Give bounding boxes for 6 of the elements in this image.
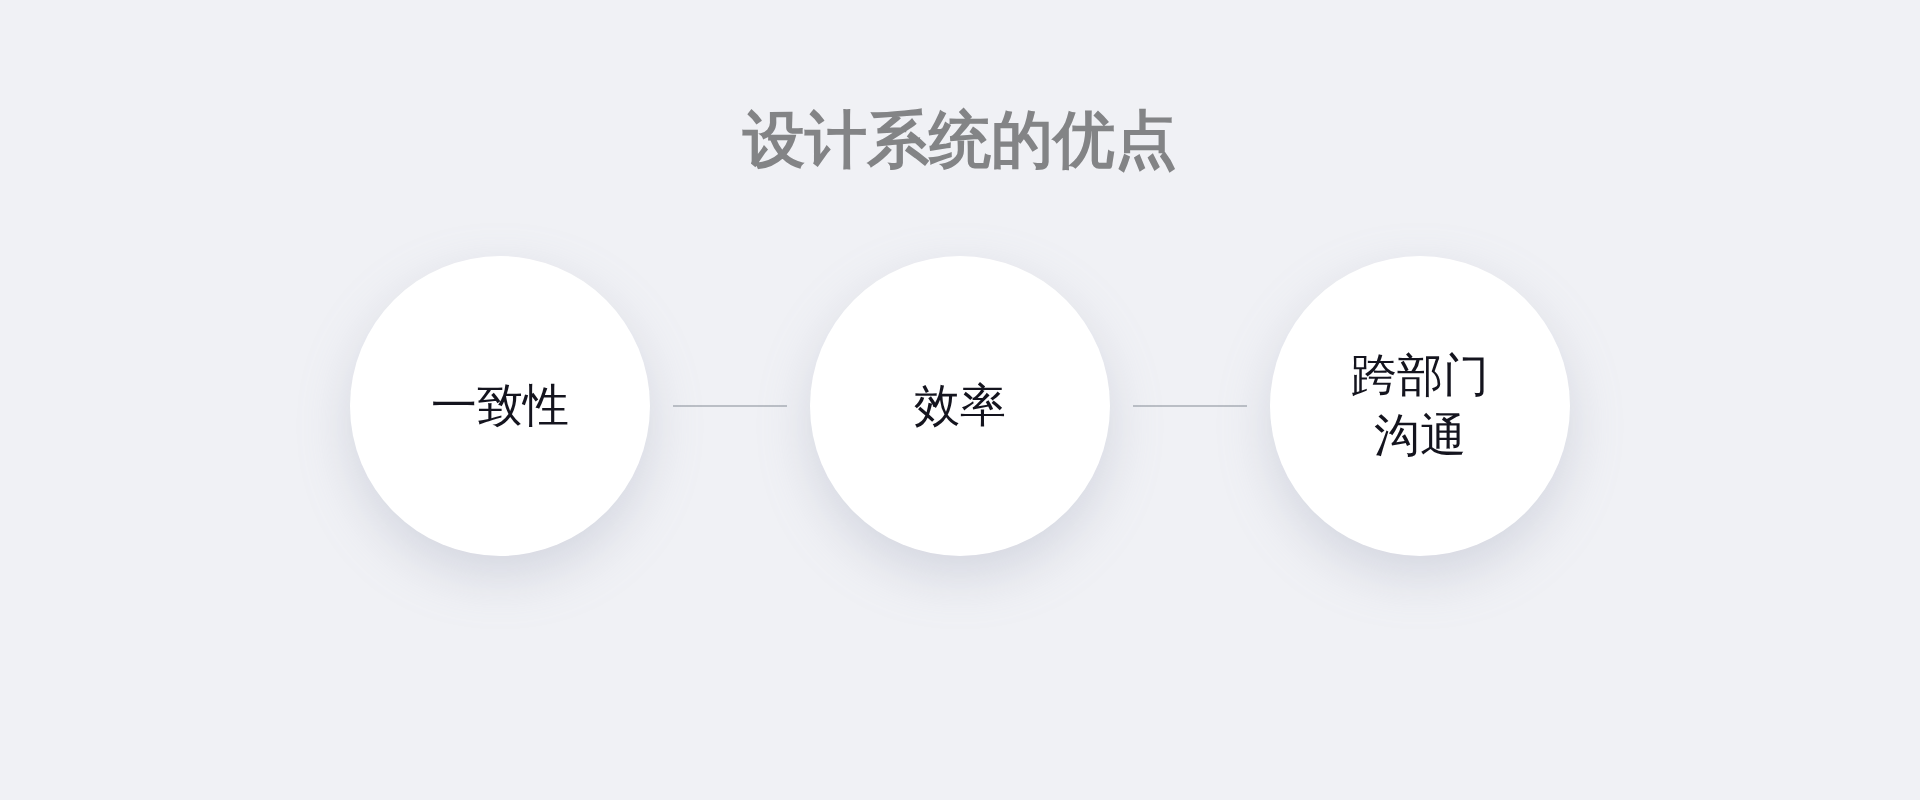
node-label: 跨部门沟通 xyxy=(1350,347,1490,464)
node-label: 效率 xyxy=(913,377,1007,435)
connector-line xyxy=(1132,405,1248,407)
title: 设计系统的优点 xyxy=(743,102,1177,178)
connector-line xyxy=(672,405,788,407)
node-label: 一致性 xyxy=(430,377,570,435)
